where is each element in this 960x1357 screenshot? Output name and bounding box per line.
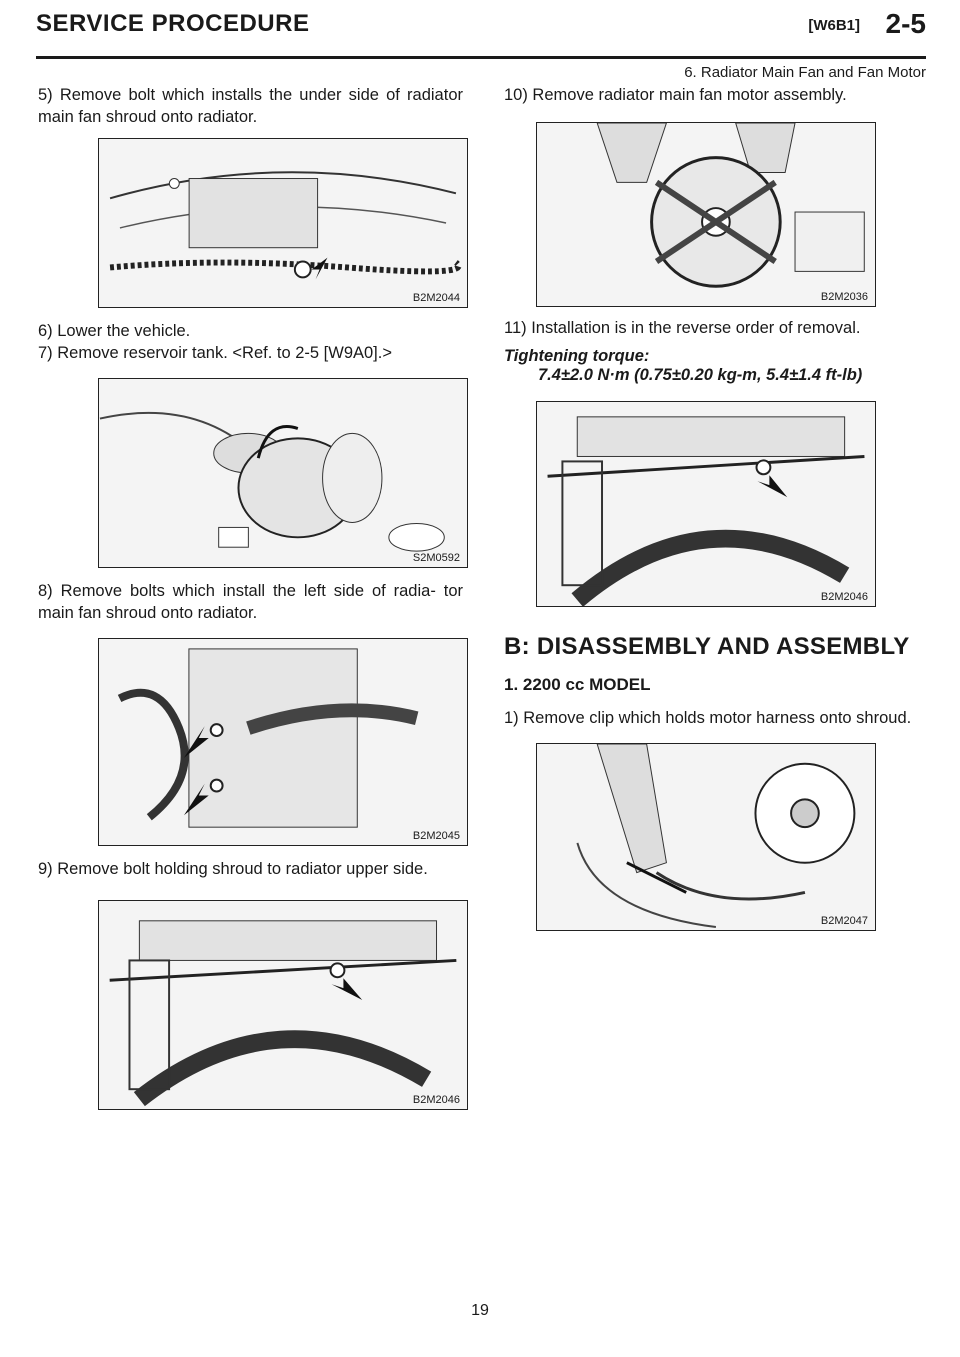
model-heading: 1. 2200 cc MODEL	[504, 675, 651, 694]
right-column: 10) Remove radiator main fan motor assem…	[504, 84, 929, 931]
figure-b2m2036: B2M2036	[536, 122, 876, 307]
torque-label: Tightening torque:	[504, 347, 650, 365]
figure-illustration	[109, 920, 457, 1107]
step-6: 6) Lower the vehicle.	[38, 322, 191, 340]
step-10: 10) Remove radiator main fan motor assem…	[504, 86, 847, 104]
figure-illustration	[117, 648, 419, 828]
section-b-title: B: DISASSEMBLY AND ASSEMBLY	[504, 633, 910, 660]
figure-illustration	[576, 744, 856, 929]
torque-value: 7.4±2.0 N·m (0.75±0.20 kg-m, 5.4±1.4 ft-…	[538, 366, 863, 384]
figure-b2m2047: B2M2047	[536, 743, 876, 931]
header-title: SERVICE PROCEDURE	[36, 10, 310, 37]
figure-illustration	[547, 416, 865, 606]
figure-b2m2046: B2M2046	[98, 900, 468, 1110]
header-section: 2-5	[885, 8, 926, 39]
step-5: 5) Remove bolt which installs the under …	[38, 86, 463, 126]
figure-s2m0592: S2M0592	[98, 378, 468, 568]
figure-code: B2M2046	[819, 591, 869, 603]
header-code: [W6B1]	[808, 17, 860, 34]
figure-code: B2M2036	[819, 291, 869, 303]
step-9: 9) Remove bolt holding shroud to radiato…	[38, 860, 428, 878]
figure-illustration	[99, 411, 445, 552]
figure-illustration	[109, 171, 462, 280]
figure-illustration	[596, 123, 865, 288]
page-number: 19	[471, 1302, 489, 1319]
figure-code: B2M2045	[411, 830, 461, 842]
left-column: 5) Remove bolt which installs the under …	[38, 84, 468, 1110]
header-subtitle: 6. Radiator Main Fan and Fan Motor	[684, 64, 926, 81]
step-11: 11) Installation is in the reverse order…	[504, 319, 861, 337]
step-8: 8) Remove bolts which install the left s…	[38, 582, 463, 622]
figure-b2m2046-repeat: B2M2046	[536, 401, 876, 607]
figure-b2m2045: B2M2045	[98, 638, 468, 846]
step-1: 1) Remove clip which holds motor harness…	[504, 709, 912, 727]
step-7: 7) Remove reservoir tank. <Ref. to 2-5 […	[38, 344, 392, 362]
figure-b2m2044: B2M2044	[98, 138, 468, 308]
figure-code: S2M0592	[411, 552, 461, 564]
figure-code: B2M2044	[411, 292, 461, 304]
figure-code: B2M2046	[411, 1094, 461, 1106]
page-header: SERVICE PROCEDURE [W6B1] 2-5 6. Radiator…	[36, 6, 926, 81]
figure-code: B2M2047	[819, 915, 869, 927]
